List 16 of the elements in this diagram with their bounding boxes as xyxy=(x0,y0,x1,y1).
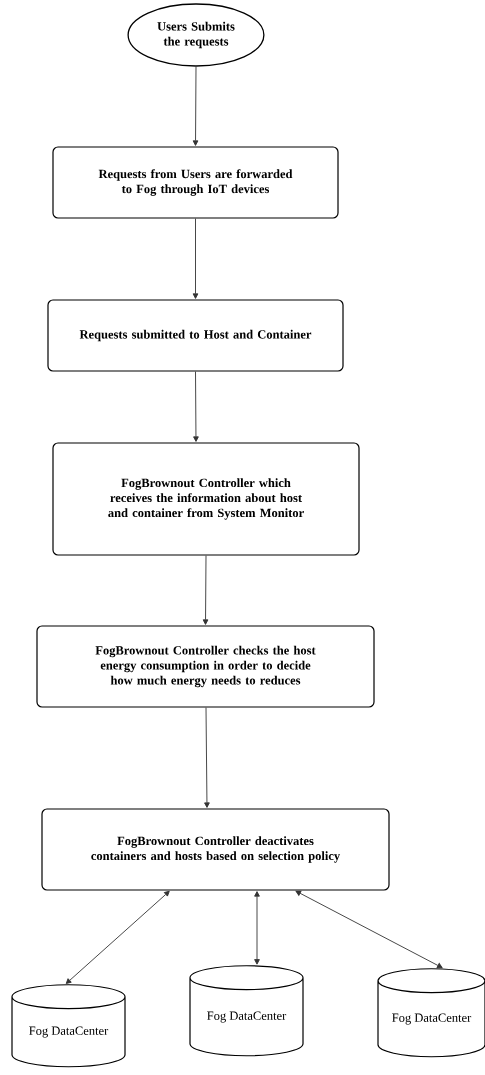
database-cylinder: Fog DataCenter xyxy=(189,965,304,1057)
process-box: Requests submitted to Host and Container xyxy=(47,299,344,372)
arrow xyxy=(193,371,199,442)
arrow xyxy=(192,218,199,299)
arrow xyxy=(254,891,260,965)
arrow xyxy=(204,707,210,808)
process-box: FogBrownout Controller which receives the information about host and container from System Monitor xyxy=(52,442,360,556)
arrow xyxy=(202,555,209,625)
database-cylinder: Fog DataCenter xyxy=(11,984,126,1068)
process-box: FogBrownout Controller deactivates containers and hosts based on selection policy xyxy=(41,808,390,891)
arrow xyxy=(295,890,443,969)
arrow xyxy=(192,66,199,146)
process-box: FogBrownout Controller checks the host energy consumption in order to decide how much energy needs to reduces xyxy=(36,625,375,708)
arrow xyxy=(65,890,170,984)
database-cylinder: Fog DataCenter xyxy=(377,968,485,1058)
process-box: Requests from Users are forwarded to Fog through IoT devices xyxy=(52,146,339,219)
